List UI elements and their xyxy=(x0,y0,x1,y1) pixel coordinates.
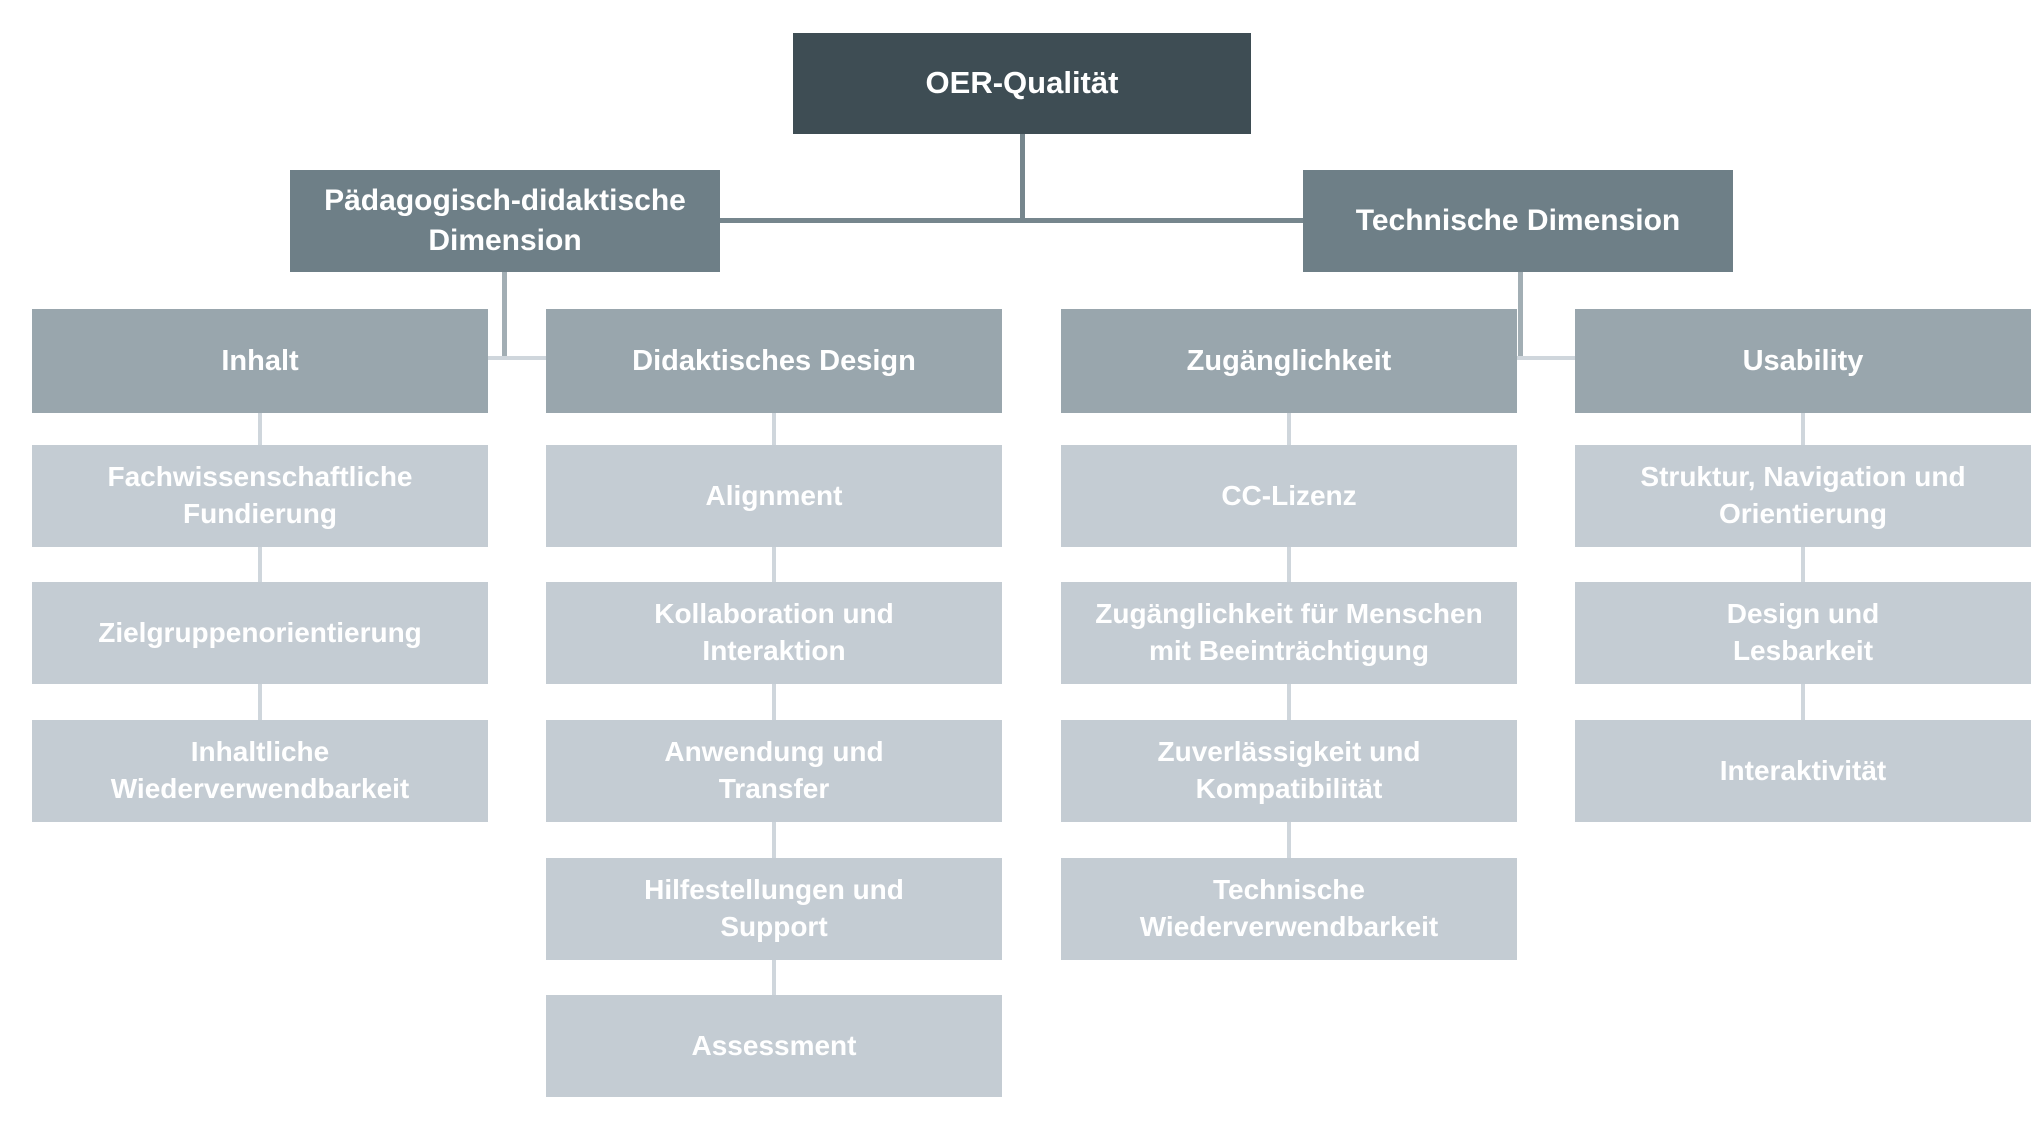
connector-zugaenglichkeit-usability-bar xyxy=(1517,356,1575,360)
connector-col3-seg1 xyxy=(1287,413,1291,445)
node-cc-lizenz: CC-Lizenz xyxy=(1061,445,1517,547)
node-inhalt: Inhalt xyxy=(32,309,488,413)
node-didaktisches-design: Didaktisches Design xyxy=(546,309,1002,413)
node-interaktivitaet: Interaktivität xyxy=(1575,720,2031,822)
connector-col1-seg3 xyxy=(258,684,262,720)
connector-col4-seg2 xyxy=(1801,547,1805,582)
connector-col2-seg2 xyxy=(772,547,776,582)
node-alignment: Alignment xyxy=(546,445,1002,547)
node-paedagogisch-didaktische-dimension: Pädagogisch-didaktische Dimension xyxy=(290,170,720,272)
node-assessment: Assessment xyxy=(546,995,1002,1097)
node-technische-wiederverwendbarkeit: Technische Wiederverwendbarkeit xyxy=(1061,858,1517,960)
node-zuverlaessigkeit-und-kompatibilitaet: Zuverlässigkeit und Kompatibilität xyxy=(1061,720,1517,822)
connector-col1-seg2 xyxy=(258,547,262,582)
connector-inhalt-didaktisches-bar xyxy=(488,356,546,360)
node-hilfestellungen-und-support: Hilfestellungen und Support xyxy=(546,858,1002,960)
node-kollaboration-und-interaktion: Kollaboration und Interaktion xyxy=(546,582,1002,684)
connector-col2-seg4 xyxy=(772,822,776,858)
connector-col2-seg3 xyxy=(772,684,776,720)
connector-paedagogisch-vertical xyxy=(502,272,507,360)
node-usability: Usability xyxy=(1575,309,2031,413)
connector-col2-seg1 xyxy=(772,413,776,445)
connector-col3-seg2 xyxy=(1287,547,1291,582)
connector-col1-seg1 xyxy=(258,413,262,445)
connector-technische-vertical xyxy=(1518,272,1523,360)
node-zielgruppenorientierung: Zielgruppenorientierung xyxy=(32,582,488,684)
node-oer-qualitaet: OER-Qualität xyxy=(793,33,1251,134)
node-anwendung-und-transfer: Anwendung und Transfer xyxy=(546,720,1002,822)
node-technische-dimension: Technische Dimension xyxy=(1303,170,1733,272)
node-design-und-lesbarkeit: Design und Lesbarkeit xyxy=(1575,582,2031,684)
node-inhaltliche-wiederverwendbarkeit: Inhaltliche Wiederverwendbarkeit xyxy=(32,720,488,822)
connector-root-vertical xyxy=(1020,134,1025,222)
connector-col3-seg3 xyxy=(1287,684,1291,720)
connector-dimensions-bar xyxy=(720,218,1303,223)
node-zugaenglichkeit: Zugänglichkeit xyxy=(1061,309,1517,413)
connector-col3-seg4 xyxy=(1287,822,1291,858)
connector-col2-seg5 xyxy=(772,960,776,995)
node-fachwissenschaftliche-fundierung: Fachwissenschaftliche Fundierung xyxy=(32,445,488,547)
node-struktur-navigation-und-orientierung: Struktur, Navigation und Orientierung xyxy=(1575,445,2031,547)
connector-col4-seg3 xyxy=(1801,684,1805,720)
connector-col4-seg1 xyxy=(1801,413,1805,445)
node-zugaenglichkeit-fuer-menschen-mit-beeintraechtigung: Zugänglichkeit für Menschen mit Beeinträ… xyxy=(1061,582,1517,684)
